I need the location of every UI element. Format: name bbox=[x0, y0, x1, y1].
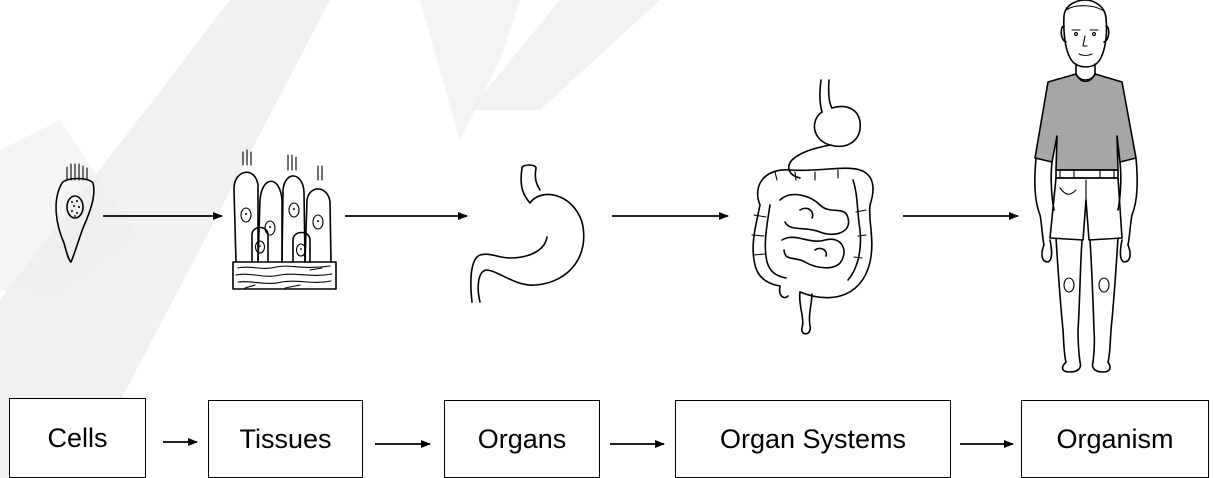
level-box-organ-systems: Organ Systems bbox=[675, 400, 951, 478]
level-box-organs: Organs bbox=[444, 400, 600, 478]
tissue-illustration bbox=[233, 150, 336, 289]
level-label-cells: Cells bbox=[47, 423, 107, 454]
level-box-cells: Cells bbox=[9, 398, 146, 478]
level-label-tissues: Tissues bbox=[239, 424, 331, 455]
human-figure-illustration bbox=[1035, 0, 1137, 372]
level-box-organism: Organism bbox=[1021, 400, 1209, 478]
level-label-organism: Organism bbox=[1056, 424, 1173, 455]
level-box-tissues: Tissues bbox=[208, 400, 363, 478]
level-label-organs: Organs bbox=[478, 424, 567, 455]
level-label-organ-systems: Organ Systems bbox=[720, 424, 906, 455]
digestive-system-illustration bbox=[752, 80, 873, 334]
stomach-illustration bbox=[471, 165, 584, 302]
